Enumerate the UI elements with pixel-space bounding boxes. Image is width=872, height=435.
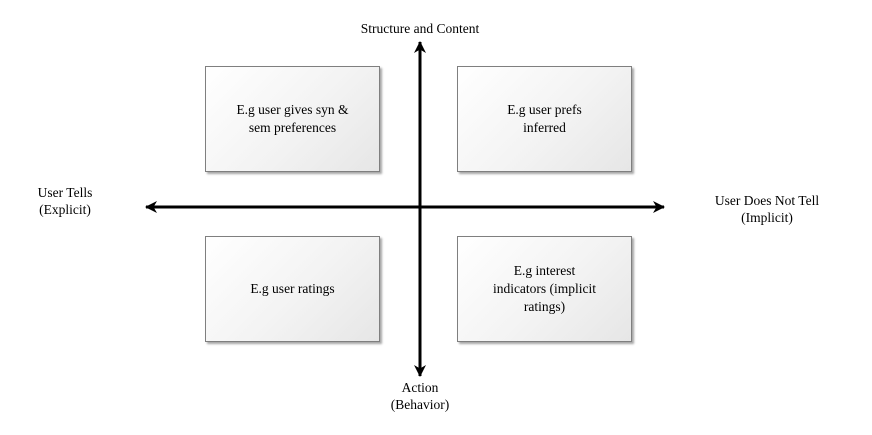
quadrant-top-right-text: E.g user prefs inferred (507, 101, 582, 137)
quadrant-bottom-right-box: E.g interest indicators (implicit rating… (457, 236, 632, 342)
axis-label-top: Structure and Content (320, 20, 520, 37)
quadrant-top-right-box: E.g user prefs inferred (457, 66, 632, 172)
quadrant-top-left-line-1: E.g user gives syn & (236, 102, 349, 117)
quadrant-bottom-right-line-1: E.g interest (513, 263, 576, 278)
axis-label-left-line-2: (Explicit) (39, 202, 91, 217)
quadrant-bottom-right-line-2: indicators (implicit (492, 281, 597, 296)
quadrant-top-left-box: E.g user gives syn & sem preferences (205, 66, 380, 172)
axis-label-top-line-1: Structure and Content (360, 21, 480, 36)
quadrant-bottom-right-line-3: ratings) (523, 299, 566, 314)
axis-label-right: User Does Not Tell (Implicit) (672, 192, 862, 226)
quadrant-bottom-left-line-1: E.g user ratings (250, 281, 335, 296)
axis-label-bottom-line-2: (Behavior) (390, 397, 450, 412)
axis-label-right-line-2: (Implicit) (741, 210, 793, 225)
quadrant-bottom-right-text: E.g interest indicators (implicit rating… (493, 262, 596, 316)
axis-label-left-line-1: User Tells (37, 185, 93, 200)
quadrant-top-right-line-2: inferred (523, 120, 566, 135)
axis-label-right-line-1: User Does Not Tell (714, 193, 820, 208)
axis-label-left: User Tells (Explicit) (10, 184, 120, 218)
quadrant-bottom-left-box: E.g user ratings (205, 236, 380, 342)
quadrant-top-left-line-2: sem preferences (248, 120, 337, 135)
quadrant-bottom-left-text: E.g user ratings (250, 280, 334, 298)
quadrant-top-right-line-1: E.g user prefs (507, 102, 582, 117)
quadrant-top-left-text: E.g user gives syn & sem preferences (236, 101, 348, 137)
axis-label-bottom-line-1: Action (401, 380, 439, 395)
axis-label-bottom: Action (Behavior) (340, 379, 500, 413)
